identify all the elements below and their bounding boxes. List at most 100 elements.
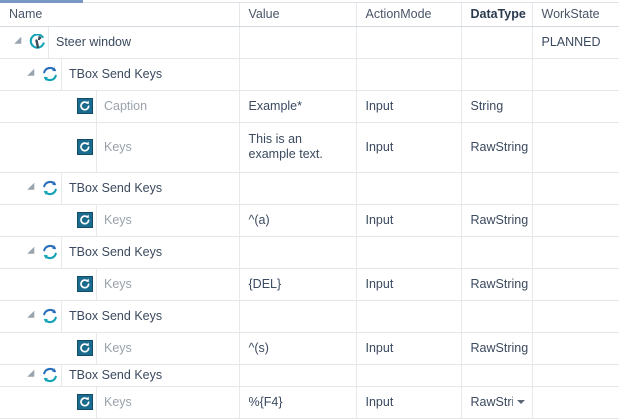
cell-workstate[interactable] (532, 172, 619, 205)
cell-value[interactable]: ^(s) (239, 332, 357, 365)
cell-value[interactable] (239, 58, 357, 91)
cell-actionmode[interactable] (356, 172, 462, 205)
tab-strip-divider (83, 2, 619, 3)
cell-workstate[interactable] (532, 58, 619, 91)
column-header-datatype[interactable]: DataType (461, 3, 533, 27)
cell-datatype[interactable]: RawStri... (461, 386, 533, 419)
cell-actionmode[interactable] (356, 236, 462, 269)
cell-name[interactable]: TBox Send Keys (0, 364, 240, 387)
cell-actionmode[interactable]: Input (356, 122, 462, 173)
cell-workstate[interactable]: PLANNED (532, 26, 619, 59)
actionmode-text: Input (365, 341, 394, 355)
expander-collapse-icon[interactable] (26, 173, 39, 204)
column-header-value[interactable]: Value (239, 3, 357, 27)
expander-collapse-icon[interactable] (13, 27, 26, 58)
table-row[interactable]: TBox Send Keys (0, 300, 619, 333)
cell-datatype[interactable]: RawString (461, 268, 533, 301)
cell-value[interactable] (239, 236, 357, 269)
name-text-container: Keys (96, 386, 239, 418)
cell-datatype[interactable]: RawString (461, 204, 533, 237)
cell-name[interactable]: TBox Send Keys (0, 300, 240, 333)
cell-datatype[interactable] (461, 58, 533, 91)
refresh-badge-icon (74, 269, 96, 300)
wrench-circle-icon (26, 27, 48, 58)
cell-value[interactable] (239, 26, 357, 59)
row-name-label: Keys (104, 395, 132, 409)
cell-value[interactable] (239, 300, 357, 333)
column-header-actionmode[interactable]: ActionMode (356, 3, 462, 27)
cell-actionmode[interactable] (356, 300, 462, 333)
refresh-arrows-icon (39, 173, 61, 204)
cell-name[interactable]: Keys (0, 268, 240, 301)
cell-workstate[interactable] (532, 268, 619, 301)
table-row[interactable]: TBox Send Keys (0, 364, 619, 387)
cell-value[interactable]: Example* (239, 90, 357, 123)
cell-actionmode[interactable] (356, 26, 462, 59)
cell-actionmode[interactable]: Input (356, 90, 462, 123)
cell-workstate[interactable] (532, 236, 619, 269)
cell-name[interactable]: Keys (0, 122, 240, 173)
expander-collapse-icon[interactable] (26, 301, 39, 332)
cell-workstate[interactable] (532, 364, 619, 387)
row-name-label: Keys (104, 213, 132, 227)
cell-workstate[interactable] (532, 332, 619, 365)
column-header-name[interactable]: Name (0, 3, 240, 27)
expander-spacer (61, 123, 74, 172)
cell-value[interactable]: ^(a) (239, 204, 357, 237)
cell-name[interactable]: Caption (0, 90, 240, 123)
cell-datatype[interactable] (461, 26, 533, 59)
cell-name[interactable]: Keys (0, 386, 240, 419)
cell-value[interactable]: This is an example text. (239, 122, 357, 173)
cell-workstate[interactable] (532, 204, 619, 237)
datatype-dropdown[interactable]: RawStri... (462, 387, 532, 418)
row-name-label: Steer window (56, 35, 132, 49)
cell-datatype[interactable] (461, 172, 533, 205)
name-text-container: TBox Send Keys (61, 58, 239, 90)
chevron-down-icon[interactable] (516, 400, 525, 404)
value-text: {DEL} (248, 276, 282, 291)
expander-collapse-icon[interactable] (26, 237, 39, 268)
column-header-workstate[interactable]: WorkState (532, 3, 619, 27)
cell-datatype[interactable] (461, 236, 533, 269)
cell-name[interactable]: Steer window (0, 26, 240, 59)
cell-workstate[interactable] (532, 122, 619, 173)
cell-name[interactable]: TBox Send Keys (0, 58, 240, 91)
cell-workstate[interactable] (532, 386, 619, 419)
table-row[interactable]: Keys^(s) Input RawString (0, 332, 619, 365)
cell-datatype[interactable] (461, 300, 533, 333)
cell-datatype[interactable]: RawString (461, 332, 533, 365)
cell-datatype[interactable] (461, 364, 533, 387)
row-name-label: TBox Send Keys (69, 67, 163, 81)
cell-actionmode[interactable] (356, 364, 462, 387)
cell-name[interactable]: TBox Send Keys (0, 236, 240, 269)
cell-datatype[interactable]: String (461, 90, 533, 123)
table-row[interactable]: Keys %{F4}InputRawStri... (0, 386, 619, 419)
cell-datatype[interactable]: RawString (461, 122, 533, 173)
cell-actionmode[interactable]: Input (356, 268, 462, 301)
cell-actionmode[interactable]: Input (356, 386, 462, 419)
cell-name[interactable]: TBox Send Keys (0, 172, 240, 205)
cell-value[interactable]: %{F4} (239, 386, 357, 419)
expander-collapse-icon[interactable] (26, 59, 39, 90)
cell-actionmode[interactable]: Input (356, 204, 462, 237)
expander-collapse-icon[interactable] (26, 365, 39, 386)
cell-name[interactable]: Keys (0, 332, 240, 365)
cell-value[interactable] (239, 172, 357, 205)
datatype-text: RawString (470, 341, 529, 355)
table-row[interactable]: TBox Send Keys (0, 172, 619, 205)
cell-actionmode[interactable]: Input (356, 332, 462, 365)
cell-value[interactable] (239, 364, 357, 387)
cell-workstate[interactable] (532, 90, 619, 123)
cell-value[interactable]: {DEL} (239, 268, 357, 301)
table-row[interactable]: Steer window PLANNED (0, 26, 619, 59)
table-row[interactable]: TBox Send Keys (0, 58, 619, 91)
refresh-badge-icon (74, 333, 96, 364)
cell-workstate[interactable] (532, 300, 619, 333)
table-row[interactable]: TBox Send Keys (0, 236, 619, 269)
cell-actionmode[interactable] (356, 58, 462, 91)
cell-name[interactable]: Keys (0, 204, 240, 237)
